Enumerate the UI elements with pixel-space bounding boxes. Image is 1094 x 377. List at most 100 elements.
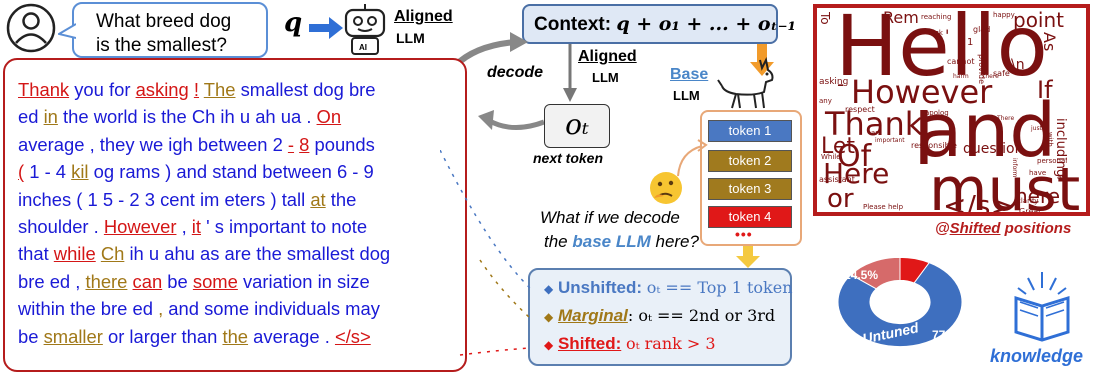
wordcloud-word: responsible <box>911 141 957 150</box>
wordcloud-word: I <box>913 96 935 182</box>
text-span: og rams ) and stand between 6 - 9 <box>88 161 374 183</box>
text-span: 1 - 4 <box>24 161 72 183</box>
text-span: that <box>18 243 54 265</box>
legend-marginal: ◆ Marginal: oₜ == 2nd or 3rd <box>544 306 776 325</box>
wordcloud-word: with <box>1046 132 1054 147</box>
wordcloud-word: asking <box>819 77 849 87</box>
token-span: in <box>43 106 58 128</box>
wordcloud-word: Please help <box>863 203 904 211</box>
wordcloud-word: Great <box>1019 207 1042 216</box>
token-span: can <box>132 270 163 292</box>
wordcloud-word: Hello <box>835 4 1048 95</box>
wordcloud-word: However <box>851 73 993 111</box>
token-span: </s> <box>334 325 371 347</box>
connector-lines <box>440 150 533 356</box>
wordcloud-word: reaching <box>921 13 952 21</box>
token-3: token 3 <box>708 178 792 200</box>
aligned-llm-2-title: Aligned <box>578 48 637 65</box>
wordcloud-word: there <box>983 73 999 80</box>
token-span: 8 <box>299 133 310 155</box>
token-span: ( <box>18 161 25 183</box>
wordcloud-word: - <box>837 72 845 96</box>
token-span: Ch <box>100 243 125 265</box>
text-span: variation in size <box>237 270 370 292</box>
svg-text:AI: AI <box>359 43 367 52</box>
wordcloud-word: respect <box>845 105 875 114</box>
token-span: ! <box>193 79 199 100</box>
wordcloud-word: inform <box>1011 158 1018 178</box>
token-span: kil <box>71 161 89 183</box>
text-line: bre ed , there can be some variation in … <box>18 268 468 295</box>
token-span: some <box>192 270 238 292</box>
token-span: the <box>222 325 249 347</box>
token-span: Thank <box>18 79 70 100</box>
donut-segment <box>899 256 930 284</box>
token-span: , <box>158 298 164 320</box>
wordcloud-word: Here <box>823 157 890 190</box>
text-span: bre ed , <box>18 270 86 292</box>
aligned-llm-2-subtitle: LLM <box>592 70 619 85</box>
text-span: ih u ahu as are the smallest dog <box>124 243 391 265</box>
decode-label: decode <box>487 64 544 81</box>
text-line: within the bre ed , and some individuals… <box>18 295 468 322</box>
context-formula: q + o₁ + ... + oₜ₋₁ <box>616 13 796 35</box>
base-llm-title: Base <box>670 66 709 83</box>
wordcloud-word: as <box>1057 173 1065 181</box>
text-span: average , they we igh between 2 <box>18 133 288 155</box>
wordcloud-word: harm <box>953 73 969 80</box>
token-span: On <box>316 106 342 128</box>
text-span: or larger than <box>102 325 223 347</box>
text-line: average , they we igh between 2 - 8 poun… <box>18 131 468 158</box>
token-2: token 2 <box>708 150 792 172</box>
wordcloud-word: question <box>963 141 1024 157</box>
text-span: inches ( 1 5 - 2 3 cent im eters ) tall <box>18 188 311 210</box>
wordcloud-word: including <box>1053 118 1068 178</box>
text-span: smallest dog bre <box>235 79 376 100</box>
token-1: token 1 <box>708 120 792 142</box>
text-line: Thank you for asking ! The smallest dog … <box>18 76 468 103</box>
wordcloud-word: To <box>818 12 832 25</box>
token-span: it <box>191 216 201 238</box>
wordcloud-word: </s> <box>943 189 1014 216</box>
wordcloud-word: have <box>1029 169 1047 177</box>
wordcloud-word: glad <box>973 25 991 34</box>
text-span: shoulder . <box>18 216 104 238</box>
wordcloud-word: important <box>875 137 905 144</box>
wordcloud-word: Let <box>821 134 856 159</box>
context-label: Context: <box>534 14 612 35</box>
wordcloud-word: happy <box>993 11 1015 19</box>
wordcloud-word: Rem <box>883 8 919 27</box>
text-span: the world is the Ch ih u ah ua . <box>57 106 317 128</box>
wordcloud-word: any <box>819 97 832 105</box>
wordcloud-word: an <box>871 129 880 137</box>
text-span: and some individuals may <box>163 298 380 320</box>
generated-text-box <box>3 58 467 372</box>
wordcloud-word: There <box>997 115 1015 122</box>
wordcloud-word: \n <box>1011 57 1025 73</box>
text-span: ed <box>18 106 44 128</box>
wordcloud-word: apolog <box>925 109 949 117</box>
wordcloud-word: and <box>917 88 1057 174</box>
text-span: ' s important to note <box>201 216 368 238</box>
legend-box: ◆ Unshifted: oₜ == Top 1 token ◆ Margina… <box>528 268 793 366</box>
legend-shifted: ◆ Shifted: oₜ rank > 3 <box>544 334 716 353</box>
text-line: be smaller or larger than the average . … <box>18 323 468 350</box>
book-icon <box>1014 272 1070 342</box>
robot-icon: AI <box>344 4 386 55</box>
text-line: ed in the world is the Ch ih u ah ua . O… <box>18 103 468 130</box>
generated-text: Thank you for asking ! The smallest dog … <box>18 76 468 350</box>
knowledge-label: knowledge <box>990 346 1084 366</box>
token-span: there <box>85 270 128 292</box>
wordcloud-word: safe <box>993 69 1010 78</box>
donut-segment <box>837 262 963 348</box>
yellow-down-arrow-icon <box>736 246 760 268</box>
text-span: , <box>176 216 192 238</box>
thinking-emoji-icon <box>650 172 682 204</box>
ot-to-text-arrow <box>478 110 545 130</box>
token-span: However <box>103 216 177 238</box>
ot-token-box: oₜ <box>544 104 610 148</box>
q-symbol: q <box>284 8 303 38</box>
wordcloud-word: 1 <box>967 37 974 48</box>
